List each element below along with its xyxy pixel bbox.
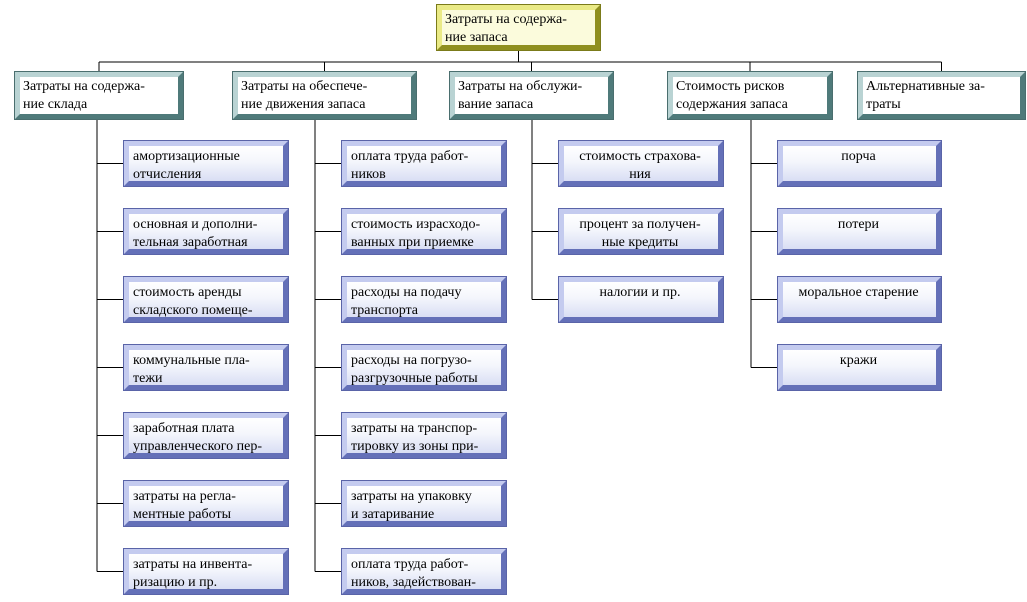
category-box-1: Затраты на содержа-ние склада xyxy=(14,71,184,120)
item-label: порча xyxy=(841,149,876,164)
item-label: стоимость израсходо-ванных при приемке xyxy=(351,217,481,249)
item-label: затраты на транспор-тировку из зоны при- xyxy=(351,421,479,453)
item-box: оплата труда работ-ников xyxy=(341,140,507,187)
item-box: стоимость израсходо-ванных при приемке xyxy=(341,208,507,255)
item-box: основная и дополни-тельная заработная xyxy=(123,208,289,255)
item-box: процент за получен-ные кредиты xyxy=(558,208,724,255)
item-box: оплата труда работ-ников, задействован- xyxy=(341,548,507,595)
item-label: процент за получен-ные кредиты xyxy=(579,217,701,249)
item-label: основная и дополни-тельная заработная xyxy=(133,217,258,249)
item-box: затраты на транспор-тировку из зоны при- xyxy=(341,412,507,459)
category-label: Затраты на обслужи-вание запаса xyxy=(458,79,583,112)
item-label: моральное старение xyxy=(798,285,919,300)
item-label: налогии и пр. xyxy=(599,285,681,300)
item-box: стоимость страхова-ния xyxy=(558,140,724,187)
category-box-3: Затраты на обслужи-вание запаса xyxy=(449,71,614,120)
item-label: стоимость страхова-ния xyxy=(579,149,701,181)
item-box: кражи xyxy=(777,344,942,391)
item-label: потери xyxy=(837,217,880,232)
category-label: Альтернативные за-траты xyxy=(866,79,985,112)
item-label: кражи xyxy=(839,353,878,368)
item-label: затраты на регла-ментные работы xyxy=(133,489,236,521)
root-node: Затраты на содержа-ние запаса xyxy=(436,4,601,51)
item-label: коммунальные пла-тежи xyxy=(133,353,250,385)
item-box: моральное старение xyxy=(777,276,942,323)
category-box-5: Альтернативные за-траты xyxy=(857,71,1026,120)
item-box: коммунальные пла-тежи xyxy=(123,344,289,391)
item-label: затраты на инвента-ризацию и пр. xyxy=(133,557,253,589)
category-label: Затраты на содержа-ние склада xyxy=(23,79,145,112)
item-label: расходы на погрузо-разгрузочные работы xyxy=(351,353,478,385)
item-label: оплата труда работ-ников, задействован- xyxy=(351,557,476,589)
item-box: затраты на регла-ментные работы xyxy=(123,480,289,527)
category-box-2: Затраты на обеспече-ние движения запаса xyxy=(232,71,417,120)
root-node-label: Затраты на содержа-ние запаса xyxy=(445,12,567,45)
category-label: Затраты на обеспече-ние движения запаса xyxy=(241,79,368,112)
item-box: потери xyxy=(777,208,942,255)
item-label: оплата труда работ-ников xyxy=(351,149,469,181)
item-box: затраты на инвента-ризацию и пр. xyxy=(123,548,289,595)
item-box: налогии и пр. xyxy=(558,276,724,323)
item-box: порча xyxy=(777,140,942,187)
item-box: расходы на погрузо-разгрузочные работы xyxy=(341,344,507,391)
